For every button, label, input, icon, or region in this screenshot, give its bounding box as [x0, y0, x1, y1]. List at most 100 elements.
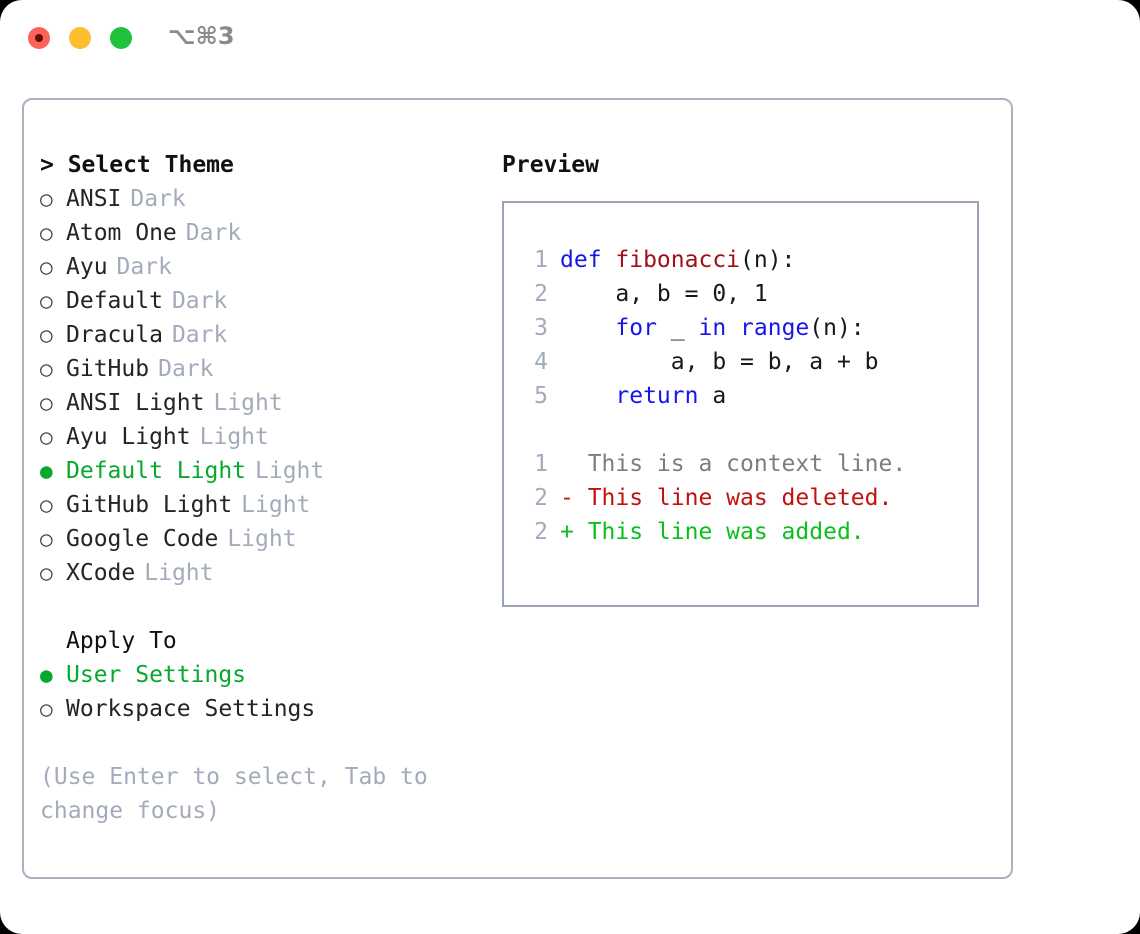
- apply-to-heading: Apply To: [66, 628, 177, 654]
- line-number: 3: [534, 315, 548, 341]
- code-token: def: [560, 247, 616, 273]
- code-token: a: [698, 383, 727, 409]
- diff-text: + This line was added.: [560, 519, 865, 545]
- diff-text: This is a context line.: [560, 451, 907, 477]
- code-token: for: [560, 315, 657, 341]
- theme-variant-badge: Dark: [171, 288, 228, 314]
- apply-to-label: Workspace Settings: [66, 696, 316, 722]
- line-number: 2: [534, 281, 548, 307]
- theme-list-item[interactable]: ○ Atom One Dark: [40, 216, 490, 250]
- code-token: a, b = 0, 1: [560, 281, 768, 307]
- theme-list-item[interactable]: ○ ANSI Dark: [40, 182, 490, 216]
- radio-unselected-icon: ○: [40, 289, 53, 313]
- close-window-button[interactable]: [28, 27, 50, 49]
- radio-unselected-icon: ○: [40, 527, 53, 551]
- apply-to-item[interactable]: ○ Workspace Settings: [40, 692, 490, 726]
- theme-name-label: Atom One: [66, 220, 177, 246]
- radio-unselected-icon: ○: [40, 697, 53, 721]
- diff-line: 2 - This line was deleted.: [522, 481, 971, 515]
- radio-unselected-icon: ○: [40, 391, 53, 415]
- apply-to-label: User Settings: [66, 662, 247, 688]
- theme-variant-badge: Dark: [158, 356, 214, 382]
- theme-list-item[interactable]: ○ GitHub Light Light: [40, 488, 490, 522]
- list-spacer: [40, 590, 490, 624]
- select-theme-heading: > Select Theme: [40, 152, 234, 178]
- keyboard-hint-text: (Use Enter to select, Tab to change focu…: [40, 764, 442, 824]
- theme-variant-badge: Light: [255, 458, 325, 484]
- theme-list-item[interactable]: ● Default Light Light: [40, 454, 490, 488]
- theme-name-label: GitHub Light: [66, 492, 233, 518]
- radio-unselected-icon: ○: [40, 425, 53, 449]
- traffic-light-buttons: [28, 27, 132, 49]
- theme-name-label: Ayu: [66, 254, 108, 280]
- theme-name-label: Dracula: [66, 322, 163, 348]
- code-line: 1 def fibonacci(n):: [522, 243, 971, 277]
- theme-list-item[interactable]: ○ Ayu Light Light: [40, 420, 490, 454]
- theme-list-item[interactable]: ○ Ayu Dark: [40, 250, 490, 284]
- apply-to-list: ● User Settings ○ Workspace Settings: [40, 658, 490, 726]
- code-token: in range: [698, 315, 810, 341]
- theme-variant-badge: Dark: [116, 254, 172, 280]
- theme-variant-badge: Light: [241, 492, 311, 518]
- line-number: 5: [534, 383, 548, 409]
- theme-name-label: Ayu Light: [66, 424, 191, 450]
- theme-variant-badge: Dark: [171, 322, 228, 348]
- code-token: return: [560, 383, 699, 409]
- theme-list-item[interactable]: ○ XCode Light: [40, 556, 490, 590]
- line-number: 4: [534, 349, 548, 375]
- theme-variant-badge: Light: [144, 560, 214, 586]
- radio-selected-icon: ●: [40, 459, 53, 483]
- radio-unselected-icon: ○: [40, 187, 53, 211]
- radio-unselected-icon: ○: [40, 561, 53, 585]
- diff-text: - This line was deleted.: [560, 485, 893, 511]
- code-line: 5 return a: [522, 379, 971, 413]
- theme-variant-badge: Light: [213, 390, 283, 416]
- theme-list-item[interactable]: ○ ANSI Light Light: [40, 386, 490, 420]
- line-number: 2: [534, 519, 548, 545]
- maximize-window-button[interactable]: [110, 27, 132, 49]
- theme-variant-badge: Dark: [185, 220, 242, 246]
- radio-unselected-icon: ○: [40, 221, 53, 245]
- keyboard-shortcut-label: ⌥⌘3: [168, 22, 235, 50]
- line-number: 1: [534, 247, 548, 273]
- line-number: 1: [534, 451, 548, 477]
- title-bar: ⌥⌘3: [0, 0, 1140, 78]
- theme-name-label: Google Code: [66, 526, 219, 552]
- code-diff-separator: [522, 413, 971, 447]
- code-token: (n):: [740, 247, 796, 273]
- theme-list-item[interactable]: ○ Google Code Light: [40, 522, 490, 556]
- code-token: _: [656, 315, 699, 341]
- theme-variant-badge: Light: [199, 424, 269, 450]
- code-line: 2 a, b = 0, 1: [522, 277, 971, 311]
- theme-variant-badge: Light: [227, 526, 297, 552]
- radio-unselected-icon: ○: [40, 255, 53, 279]
- theme-list-item[interactable]: ○ Default Dark: [40, 284, 490, 318]
- radio-unselected-icon: ○: [40, 323, 53, 347]
- diff-line: 2 + This line was added.: [522, 515, 971, 549]
- code-line: 3 for _ in range(n):: [522, 311, 971, 345]
- theme-name-label: ANSI: [66, 186, 122, 212]
- line-number: 2: [534, 485, 548, 511]
- code-token: (n):: [809, 315, 865, 341]
- theme-list-item[interactable]: ○ Dracula Dark: [40, 318, 490, 352]
- minimize-window-button[interactable]: [69, 27, 91, 49]
- apply-to-item[interactable]: ● User Settings: [40, 658, 490, 692]
- code-line: 4 a, b = b, a + b: [522, 345, 971, 379]
- radio-selected-icon: ●: [40, 663, 53, 687]
- theme-name-label: ANSI Light: [66, 390, 205, 416]
- theme-variant-badge: Dark: [130, 186, 186, 212]
- diff-line: 1 This is a context line.: [522, 447, 971, 481]
- theme-name-label: Default Light: [66, 458, 247, 484]
- code-token: fibonacci: [615, 247, 741, 273]
- preview-heading: Preview: [502, 152, 599, 178]
- theme-name-label: Default: [66, 288, 163, 314]
- theme-name-label: XCode: [66, 560, 136, 586]
- radio-unselected-icon: ○: [40, 493, 53, 517]
- radio-unselected-icon: ○: [40, 357, 53, 381]
